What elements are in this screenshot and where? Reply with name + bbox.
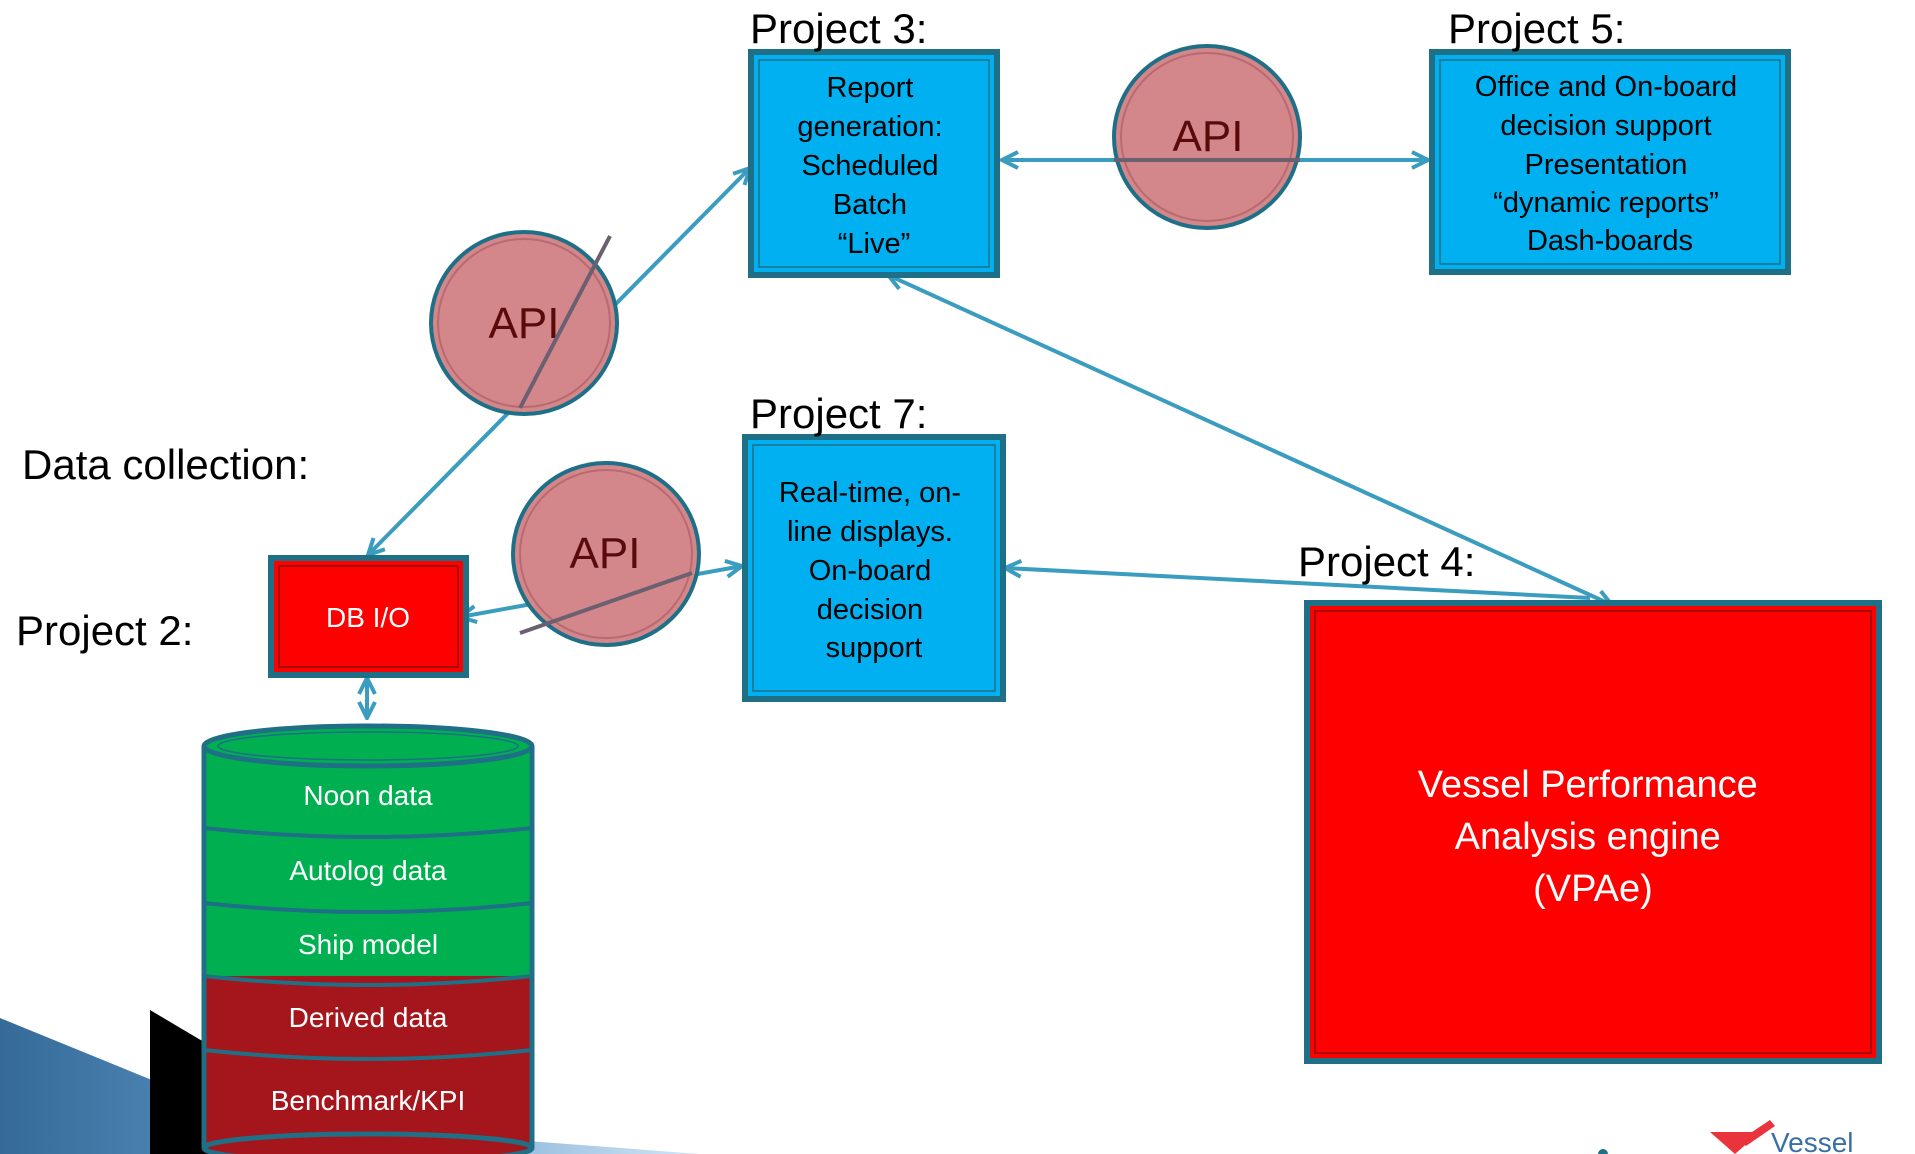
svg-text:Vessel Performance Analy: Vessel Performance Analysis engine (VPAe… <box>1418 764 1769 910</box>
api-label: API <box>1173 112 1244 161</box>
api-crossing-lines <box>518 158 1300 635</box>
project5-label: Project 5: <box>1448 5 1625 52</box>
realtime-line: support <box>826 632 923 664</box>
project7-label: Project 7: <box>750 390 927 437</box>
report-generation-box: Report generation: Scheduled Batch “Live… <box>748 49 1000 278</box>
svg-text:Real-time, on- line disp: Real-time, on- line displays. On-board d… <box>779 477 969 664</box>
office-line: Dash-boards <box>1527 225 1693 257</box>
report-line: Report <box>826 72 913 104</box>
data-collection-label: Data collection: <box>22 441 309 488</box>
office-decision-support-box: Office and On-board decision support Pre… <box>1429 49 1791 275</box>
realtime-line: Real-time, on- <box>779 477 961 509</box>
report-line: Batch <box>833 189 907 221</box>
api-label: API <box>489 299 560 348</box>
vpae-line: (VPAe) <box>1533 868 1653 910</box>
realtime-displays-box: Real-time, on- line displays. On-board d… <box>742 434 1006 702</box>
report-line: generation: <box>797 111 942 143</box>
svg-text:Report generation:: Report generation: Scheduled Batch “Live… <box>797 72 950 260</box>
project3-label: Project 3: <box>750 5 927 52</box>
office-line: decision support <box>1500 110 1711 142</box>
office-line: Presentation <box>1525 149 1688 181</box>
arrow-report-vpae <box>888 275 1612 605</box>
database-cylinder: Noon data Autolog data Ship model Derive… <box>201 723 535 1154</box>
project2-label: Project 2: <box>16 607 193 654</box>
report-line: Scheduled <box>801 150 938 182</box>
database-layer-label: Autolog data <box>289 855 447 886</box>
realtime-line: On-board <box>809 555 932 587</box>
database-layer-label: Derived data <box>289 1002 448 1033</box>
vpae-engine-box: Vessel Performance Analysis engine (VPAe… <box>1304 600 1882 1064</box>
svg-text:Office and On-board deci: Office and On-board decision support Pre… <box>1475 71 1745 257</box>
vpae-line: Analysis engine <box>1455 816 1721 858</box>
api-node-top: API <box>1112 44 1302 230</box>
database-layer-label: Noon data <box>303 780 433 811</box>
api-node-left: API <box>429 230 619 416</box>
realtime-line: line displays. <box>787 516 953 548</box>
office-line: “dynamic reports” <box>1493 187 1719 219</box>
api-node-middle: API <box>511 461 701 647</box>
db-io-box: DB I/O <box>268 555 469 678</box>
db-io-label: DB I/O <box>326 602 410 633</box>
report-line: “Live” <box>838 228 911 260</box>
realtime-line: decision <box>817 594 923 626</box>
database-layer-label: Ship model <box>298 929 438 960</box>
project4-label: Project 4: <box>1298 538 1475 585</box>
api-label: API <box>570 529 641 578</box>
database-layer-label: Benchmark/KPI <box>271 1085 466 1116</box>
office-line: Office and On-board <box>1475 71 1737 103</box>
vessel-logo: Vessel <box>1598 1120 1854 1154</box>
logo-text: Vessel <box>1771 1127 1854 1154</box>
vpae-line: Vessel Performance <box>1418 764 1758 806</box>
